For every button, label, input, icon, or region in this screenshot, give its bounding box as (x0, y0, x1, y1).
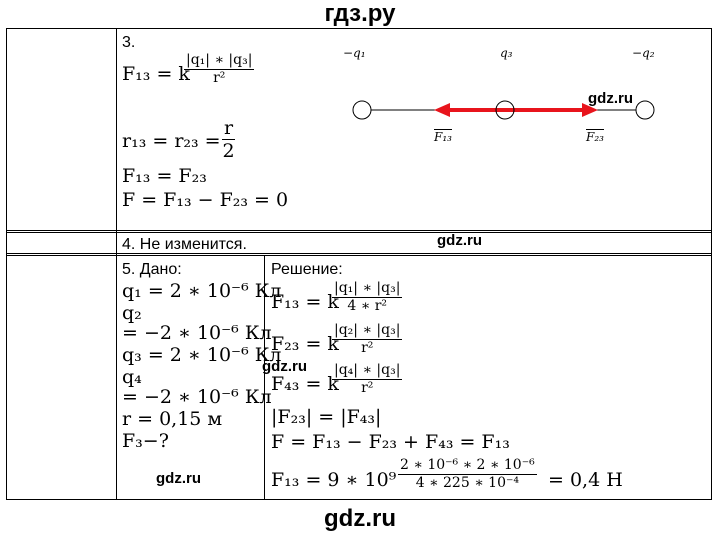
task3-force-lhs: F₁₃ = k (122, 63, 190, 85)
force-label-left: F₁₃ (434, 129, 452, 144)
given-line: q₄ (122, 366, 142, 388)
solution-fraction: |q₄| ∗ |q₃| r² (332, 362, 403, 397)
task4-answer: 4. Не изменится. (122, 236, 247, 253)
fraction-denominator: r² (213, 70, 226, 86)
row-divider (6, 230, 712, 233)
task3-distance-lhs: r₁₃ = r₂₃ = (122, 130, 221, 152)
fraction-denominator: 2 (222, 140, 235, 162)
watermark-mid: gdz.ru (437, 232, 482, 249)
charge-label-mid: q₃ (500, 46, 513, 60)
task3-distance-fraction: r 2 (222, 117, 236, 162)
row-divider (6, 253, 712, 256)
solution-lhs: F₄₃ = k (271, 373, 339, 395)
task3-number: 3. (122, 34, 136, 51)
charge-label-left: −q₁ (343, 46, 366, 60)
fraction-denominator: r² (361, 380, 374, 396)
charge-circle-right (635, 100, 655, 120)
given-line: q₁ = 2 ∗ 10⁻⁶ Кл (122, 280, 282, 302)
given-line: r = 0,15 м (122, 408, 223, 430)
task5-solution-title: Решение: (271, 261, 343, 278)
fraction-denominator: 4 ∗ 225 ∗ 10⁻⁴ (415, 475, 519, 491)
solution-lhs: F₁₃ = k (271, 291, 339, 313)
given-line: F₃−? (122, 430, 169, 452)
charges-diagram (352, 100, 655, 120)
column-divider (264, 256, 265, 500)
solution-final-rhs: = 0,4 Н (548, 469, 623, 491)
task5-given-title: 5. Дано: (122, 261, 182, 278)
force-label-right: F₂₃ (586, 129, 604, 144)
fraction-numerator: 2 ∗ 10⁻⁶ ∗ 2 ∗ 10⁻⁶ (398, 457, 537, 475)
watermark-bottom: gdz.ru (324, 505, 396, 532)
task3-net-force: F = F₁₃ − F₂₃ = 0 (122, 189, 289, 211)
given-line: q₃ = 2 ∗ 10⁻⁶ Кл (122, 344, 282, 366)
given-line: = −2 ∗ 10⁻⁶ Кл (122, 386, 272, 408)
force-arrow-right (505, 103, 598, 117)
fraction-denominator: r² (361, 340, 374, 356)
solution-sum: F = F₁₃ − F₂₃ + F₄₃ = F₁₃ (271, 431, 510, 453)
force-arrow-left (434, 103, 505, 117)
watermark-top: гдз.ру (324, 0, 396, 27)
watermark-given: gdz.ru (156, 470, 201, 487)
charge-circle-mid (495, 100, 515, 120)
fraction-numerator: r (222, 117, 236, 140)
solution-table (6, 28, 712, 500)
fraction-denominator: 4 ∗ r² (347, 298, 388, 314)
fraction-numerator: |q₂| ∗ |q₃| (332, 322, 403, 340)
watermark-diagram: gdz.ru (588, 90, 633, 107)
solution-fraction: |q₁| ∗ |q₃| 4 ∗ r² (332, 280, 403, 315)
solution-abs-equality: |F₂₃| = |F₄₃| (271, 406, 382, 428)
task3-force-fraction: |q₁| ∗ |q₃| r² (184, 52, 255, 87)
solution-final-fraction: 2 ∗ 10⁻⁶ ∗ 2 ∗ 10⁻⁶ 4 ∗ 225 ∗ 10⁻⁴ (398, 457, 537, 492)
task3-equality: F₁₃ = F₂₃ (122, 165, 207, 187)
column-divider (116, 28, 117, 500)
solution-final-lhs: F₁₃ = 9 ∗ 10⁹ (271, 469, 397, 491)
given-line: = −2 ∗ 10⁻⁶ Кл (122, 322, 272, 344)
given-line: q₂ (122, 302, 142, 324)
fraction-numerator: |q₁| ∗ |q₃| (184, 52, 255, 70)
watermark-center: gdz.ru (262, 358, 307, 375)
solution-fraction: |q₂| ∗ |q₃| r² (332, 322, 403, 357)
solution-lhs: F₂₃ = k (271, 333, 339, 355)
fraction-numerator: |q₄| ∗ |q₃| (332, 362, 403, 380)
fraction-numerator: |q₁| ∗ |q₃| (332, 280, 403, 298)
charge-label-right: −q₂ (632, 46, 655, 60)
charge-circle-left (352, 100, 372, 120)
